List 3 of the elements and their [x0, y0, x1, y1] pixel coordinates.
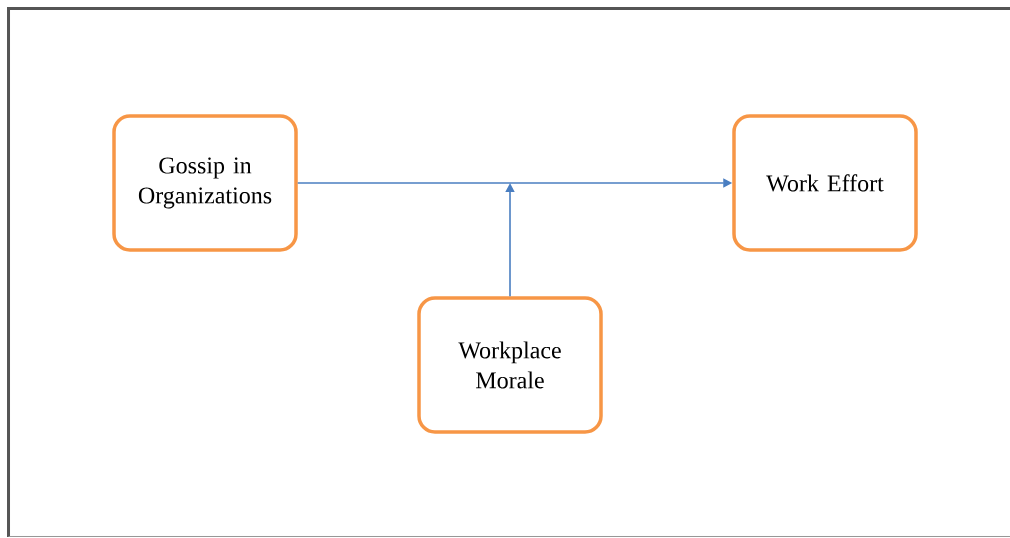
process-box: Work Effort — [732, 114, 918, 252]
process-box: Workplace Morale — [417, 296, 603, 434]
process-box: Gossip in Organizations — [112, 114, 298, 252]
